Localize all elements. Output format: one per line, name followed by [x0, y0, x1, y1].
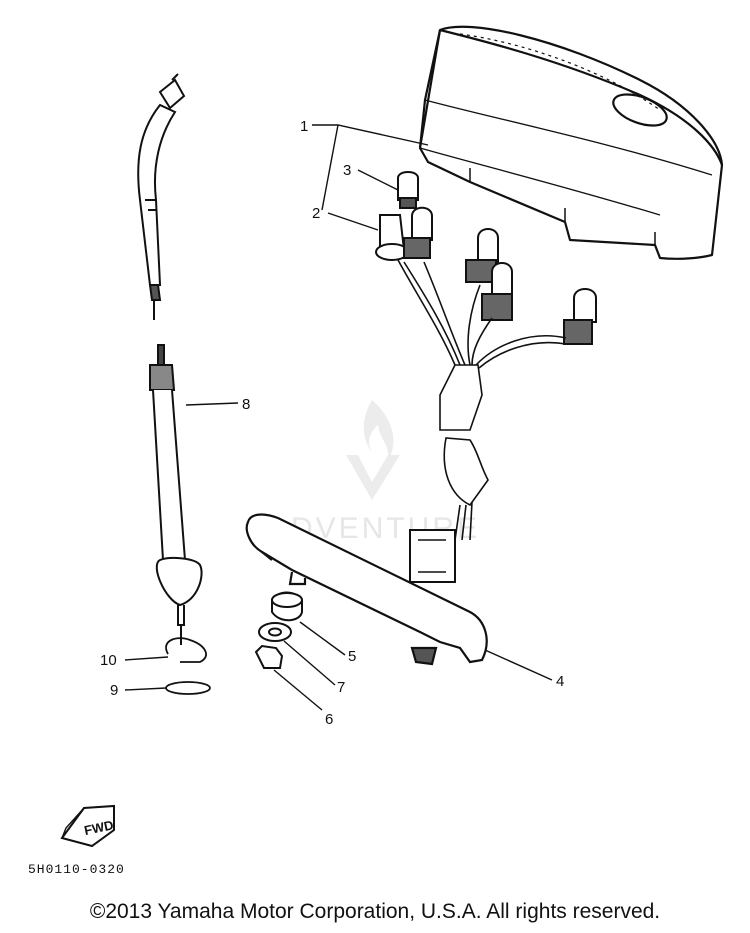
callout-9: 9	[110, 682, 118, 699]
callout-numbers: 1 2 3 4 5 6 7 8 9 10	[100, 118, 564, 728]
harness-connector	[409, 529, 456, 583]
watermark-flame-icon	[363, 400, 394, 460]
leader-lines	[124, 124, 553, 711]
nut-6	[254, 644, 284, 669]
callout-4: 4	[556, 673, 564, 690]
bulb-3	[397, 171, 419, 201]
meter-bracket	[245, 513, 488, 666]
fwd-label: FWD	[83, 817, 115, 838]
callout-10: 10	[100, 652, 117, 669]
clip-and-washer	[165, 637, 211, 695]
callout-6: 6	[325, 711, 333, 728]
watermark-v-icon	[346, 455, 400, 500]
diagram-part-code: 5H0110-0320	[28, 862, 125, 877]
bulb-3-base	[399, 197, 417, 209]
callout-5: 5	[348, 648, 356, 665]
callout-3: 3	[343, 162, 351, 179]
bulb-sockets	[375, 171, 597, 345]
callout-2: 2	[312, 205, 320, 222]
callout-8: 8	[242, 396, 250, 413]
clip-10	[165, 637, 207, 663]
callout-1: 1	[300, 118, 308, 135]
copyright-notice: ©2013 Yamaha Motor Corporation, U.S.A. A…	[89, 900, 661, 923]
upper-cable	[137, 73, 186, 320]
washer-9	[165, 681, 211, 695]
meter-cable	[149, 344, 203, 645]
meter-assembly	[418, 25, 724, 260]
wire-harness	[397, 259, 567, 583]
fwd-indicator: FWD	[60, 804, 115, 848]
callout-7: 7	[337, 679, 345, 696]
mount-hardware	[254, 591, 303, 669]
